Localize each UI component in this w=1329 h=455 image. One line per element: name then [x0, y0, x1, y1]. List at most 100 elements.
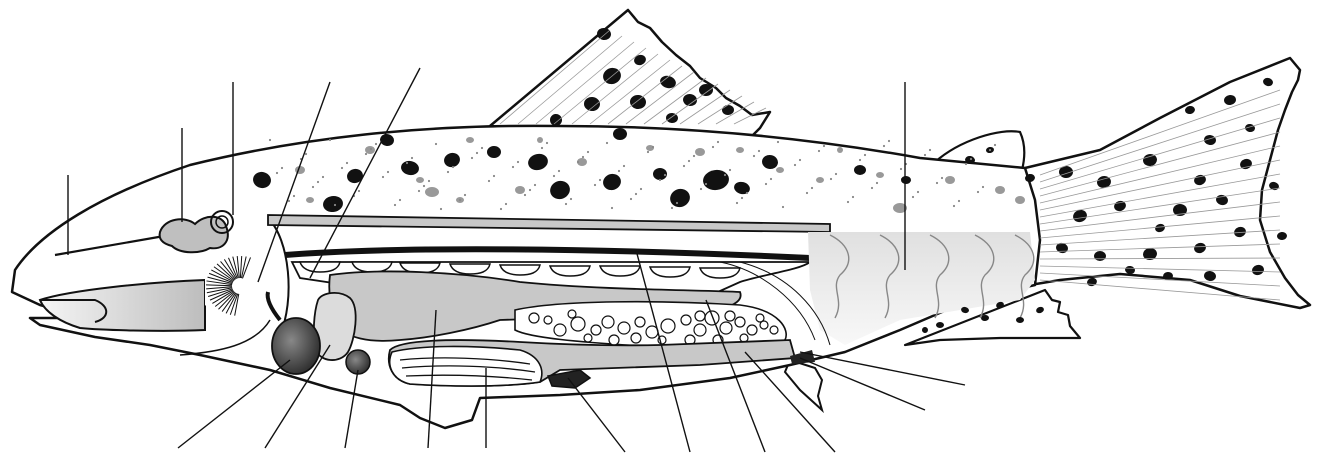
speckle — [481, 147, 483, 149]
black-spot — [854, 165, 866, 175]
speckle — [471, 157, 473, 159]
speckle — [989, 149, 991, 151]
speckle — [729, 169, 731, 171]
speckle — [982, 186, 984, 188]
speckle — [806, 192, 808, 194]
speckle — [558, 170, 560, 172]
speckle — [630, 198, 632, 200]
egg — [735, 317, 745, 327]
gray-spot — [365, 146, 375, 154]
speckle — [428, 180, 430, 182]
speckle — [688, 160, 690, 162]
gray-spot — [425, 187, 439, 197]
speckle — [276, 172, 278, 174]
speckle — [387, 171, 389, 173]
speckle — [852, 196, 854, 198]
black-spot — [936, 322, 944, 328]
speckle — [883, 145, 885, 147]
speckle — [570, 198, 572, 200]
speckle — [693, 155, 695, 157]
egg — [725, 311, 735, 321]
speckle — [799, 159, 801, 161]
speckle — [647, 151, 649, 153]
speckle — [724, 174, 726, 176]
speckle — [924, 154, 926, 156]
egg — [631, 333, 641, 343]
speckle — [606, 142, 608, 144]
speckle — [577, 161, 579, 163]
speckle — [517, 161, 519, 163]
black-spot — [613, 128, 627, 140]
speckle — [435, 143, 437, 145]
speckle — [770, 178, 772, 180]
speckle — [322, 176, 324, 178]
speckle — [599, 179, 601, 181]
egg — [544, 316, 552, 324]
black-spot — [921, 326, 928, 333]
speckle — [293, 195, 295, 197]
black-spot — [1094, 251, 1106, 261]
speckle — [859, 159, 861, 161]
speckle — [594, 184, 596, 186]
speckle — [358, 190, 360, 192]
speckle — [970, 158, 972, 160]
speckle — [782, 206, 784, 208]
speckle — [705, 183, 707, 185]
speckle — [346, 162, 348, 164]
egg — [705, 311, 719, 325]
speckle — [683, 165, 685, 167]
speckle — [835, 173, 837, 175]
speckle — [811, 187, 813, 189]
speckle — [871, 187, 873, 189]
speckle — [830, 178, 832, 180]
gray-spot — [695, 148, 705, 156]
egg — [661, 319, 675, 333]
speckle — [777, 141, 779, 143]
speckle — [440, 208, 442, 210]
egg — [681, 315, 691, 325]
speckle — [958, 200, 960, 202]
speckle — [423, 185, 425, 187]
speckle — [717, 141, 719, 143]
speckle — [305, 153, 307, 155]
speckle — [876, 182, 878, 184]
speckle — [565, 203, 567, 205]
speckle — [741, 197, 743, 199]
gray-spot — [945, 176, 955, 184]
egg — [529, 313, 539, 323]
speckle — [818, 150, 820, 152]
gray-spot — [816, 177, 824, 183]
speckle — [411, 157, 413, 159]
speckle — [394, 204, 396, 206]
speckle — [900, 168, 902, 170]
speckle — [659, 179, 661, 181]
speckle — [912, 196, 914, 198]
speckle — [281, 167, 283, 169]
speckle — [917, 191, 919, 193]
black-spot — [1016, 317, 1024, 323]
speckle — [541, 147, 543, 149]
speckle — [712, 146, 714, 148]
speckle — [500, 208, 502, 210]
gray-spot — [515, 186, 525, 194]
egg — [747, 325, 757, 335]
gray-spot — [837, 147, 843, 153]
speckle — [864, 154, 866, 156]
speckle — [736, 202, 738, 204]
speckle — [370, 148, 372, 150]
speckle — [529, 189, 531, 191]
speckle — [341, 167, 343, 169]
speckle — [652, 146, 654, 148]
egg — [568, 310, 576, 318]
egg — [635, 317, 645, 327]
speckle — [464, 194, 466, 196]
speckle — [676, 202, 678, 204]
speckle — [847, 201, 849, 203]
speckle — [269, 139, 271, 141]
egg — [770, 326, 778, 334]
speckle — [329, 139, 331, 141]
egg — [602, 316, 614, 328]
speckle — [635, 193, 637, 195]
speckle — [546, 142, 548, 144]
gray-spot — [776, 167, 784, 173]
